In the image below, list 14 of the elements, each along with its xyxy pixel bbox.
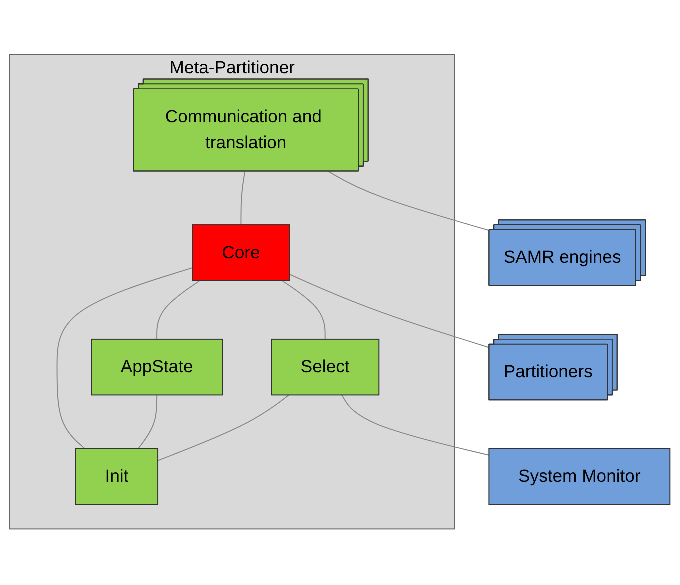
node-box: Init <box>75 448 159 506</box>
node-box: Select <box>271 339 380 396</box>
connector <box>240 172 246 226</box>
connector <box>282 280 326 340</box>
connector <box>56 268 194 450</box>
node-box: AppState <box>91 339 224 396</box>
connector <box>342 395 490 456</box>
connector <box>156 280 201 340</box>
connector <box>328 172 490 232</box>
node-box: System Monitor <box>488 448 671 506</box>
connector <box>138 395 158 450</box>
node-box: Core <box>192 225 290 282</box>
connector <box>158 395 290 462</box>
connector <box>289 274 490 349</box>
